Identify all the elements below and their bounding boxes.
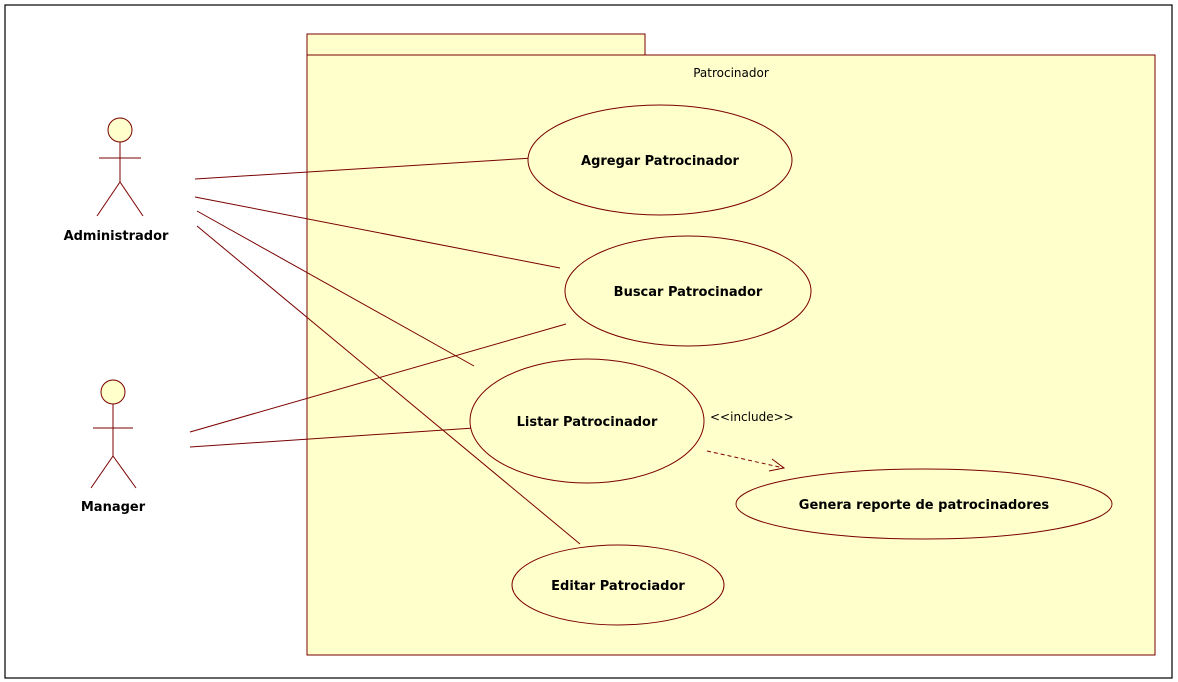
actor-head bbox=[107, 117, 133, 143]
actor-name: Manager bbox=[81, 500, 146, 515]
use-case-listar-patrocinador[interactable]: Listar Patrocinador bbox=[469, 358, 705, 484]
include-dependency[interactable]: <<include>> bbox=[706, 410, 794, 472]
diagram-frame bbox=[4, 4, 1173, 679]
include-stereotype-label: <<include>> bbox=[710, 410, 794, 424]
use-case-ellipse bbox=[564, 235, 812, 347]
association-manager-buscar[interactable] bbox=[189, 323, 567, 433]
actor-left-leg bbox=[96, 181, 121, 217]
association-admin-listar[interactable] bbox=[196, 210, 475, 367]
associations bbox=[189, 157, 581, 545]
use-case-buscar-patrocinador[interactable]: Buscar Patrocinador bbox=[564, 235, 812, 347]
actor-manager[interactable]: Manager bbox=[81, 379, 146, 515]
include-arrowhead bbox=[768, 458, 786, 472]
use-case-ellipse bbox=[527, 104, 793, 216]
actor-administrador[interactable]: Administrador bbox=[64, 117, 169, 244]
association-admin-buscar[interactable] bbox=[194, 196, 561, 269]
association-admin-agregar[interactable] bbox=[194, 157, 534, 180]
actor-name: Administrador bbox=[64, 229, 169, 244]
use-case-label: Genera reporte de patrocinadores bbox=[799, 498, 1050, 513]
actor-left-leg bbox=[90, 455, 114, 489]
use-case-genera-reporte-de-patrocinadores[interactable]: Genera reporte de patrocinadores bbox=[735, 468, 1113, 540]
use-case-ellipse bbox=[469, 358, 705, 484]
use-case-ellipse bbox=[511, 544, 725, 626]
use-case-label: Agregar Patrocinador bbox=[581, 154, 740, 169]
use-case-editar-patrociador[interactable]: Editar Patrociador bbox=[511, 544, 725, 626]
actor-head bbox=[100, 379, 126, 405]
use-case-agregar-patrocinador[interactable]: Agregar Patrocinador bbox=[527, 104, 793, 216]
use-case-label: Listar Patrocinador bbox=[517, 415, 658, 430]
actor-right-leg bbox=[119, 181, 144, 217]
include-dependency-line bbox=[706, 450, 785, 469]
package-tab bbox=[306, 33, 646, 56]
use-case-ellipse bbox=[735, 468, 1113, 540]
association-manager-listar[interactable] bbox=[189, 427, 475, 448]
package-name: Patrocinador bbox=[693, 66, 769, 80]
use-case-label: Buscar Patrocinador bbox=[614, 285, 763, 300]
actor-right-leg bbox=[112, 455, 137, 489]
use-case-label: Editar Patrociador bbox=[551, 579, 685, 594]
association-admin-editar[interactable] bbox=[196, 225, 581, 545]
